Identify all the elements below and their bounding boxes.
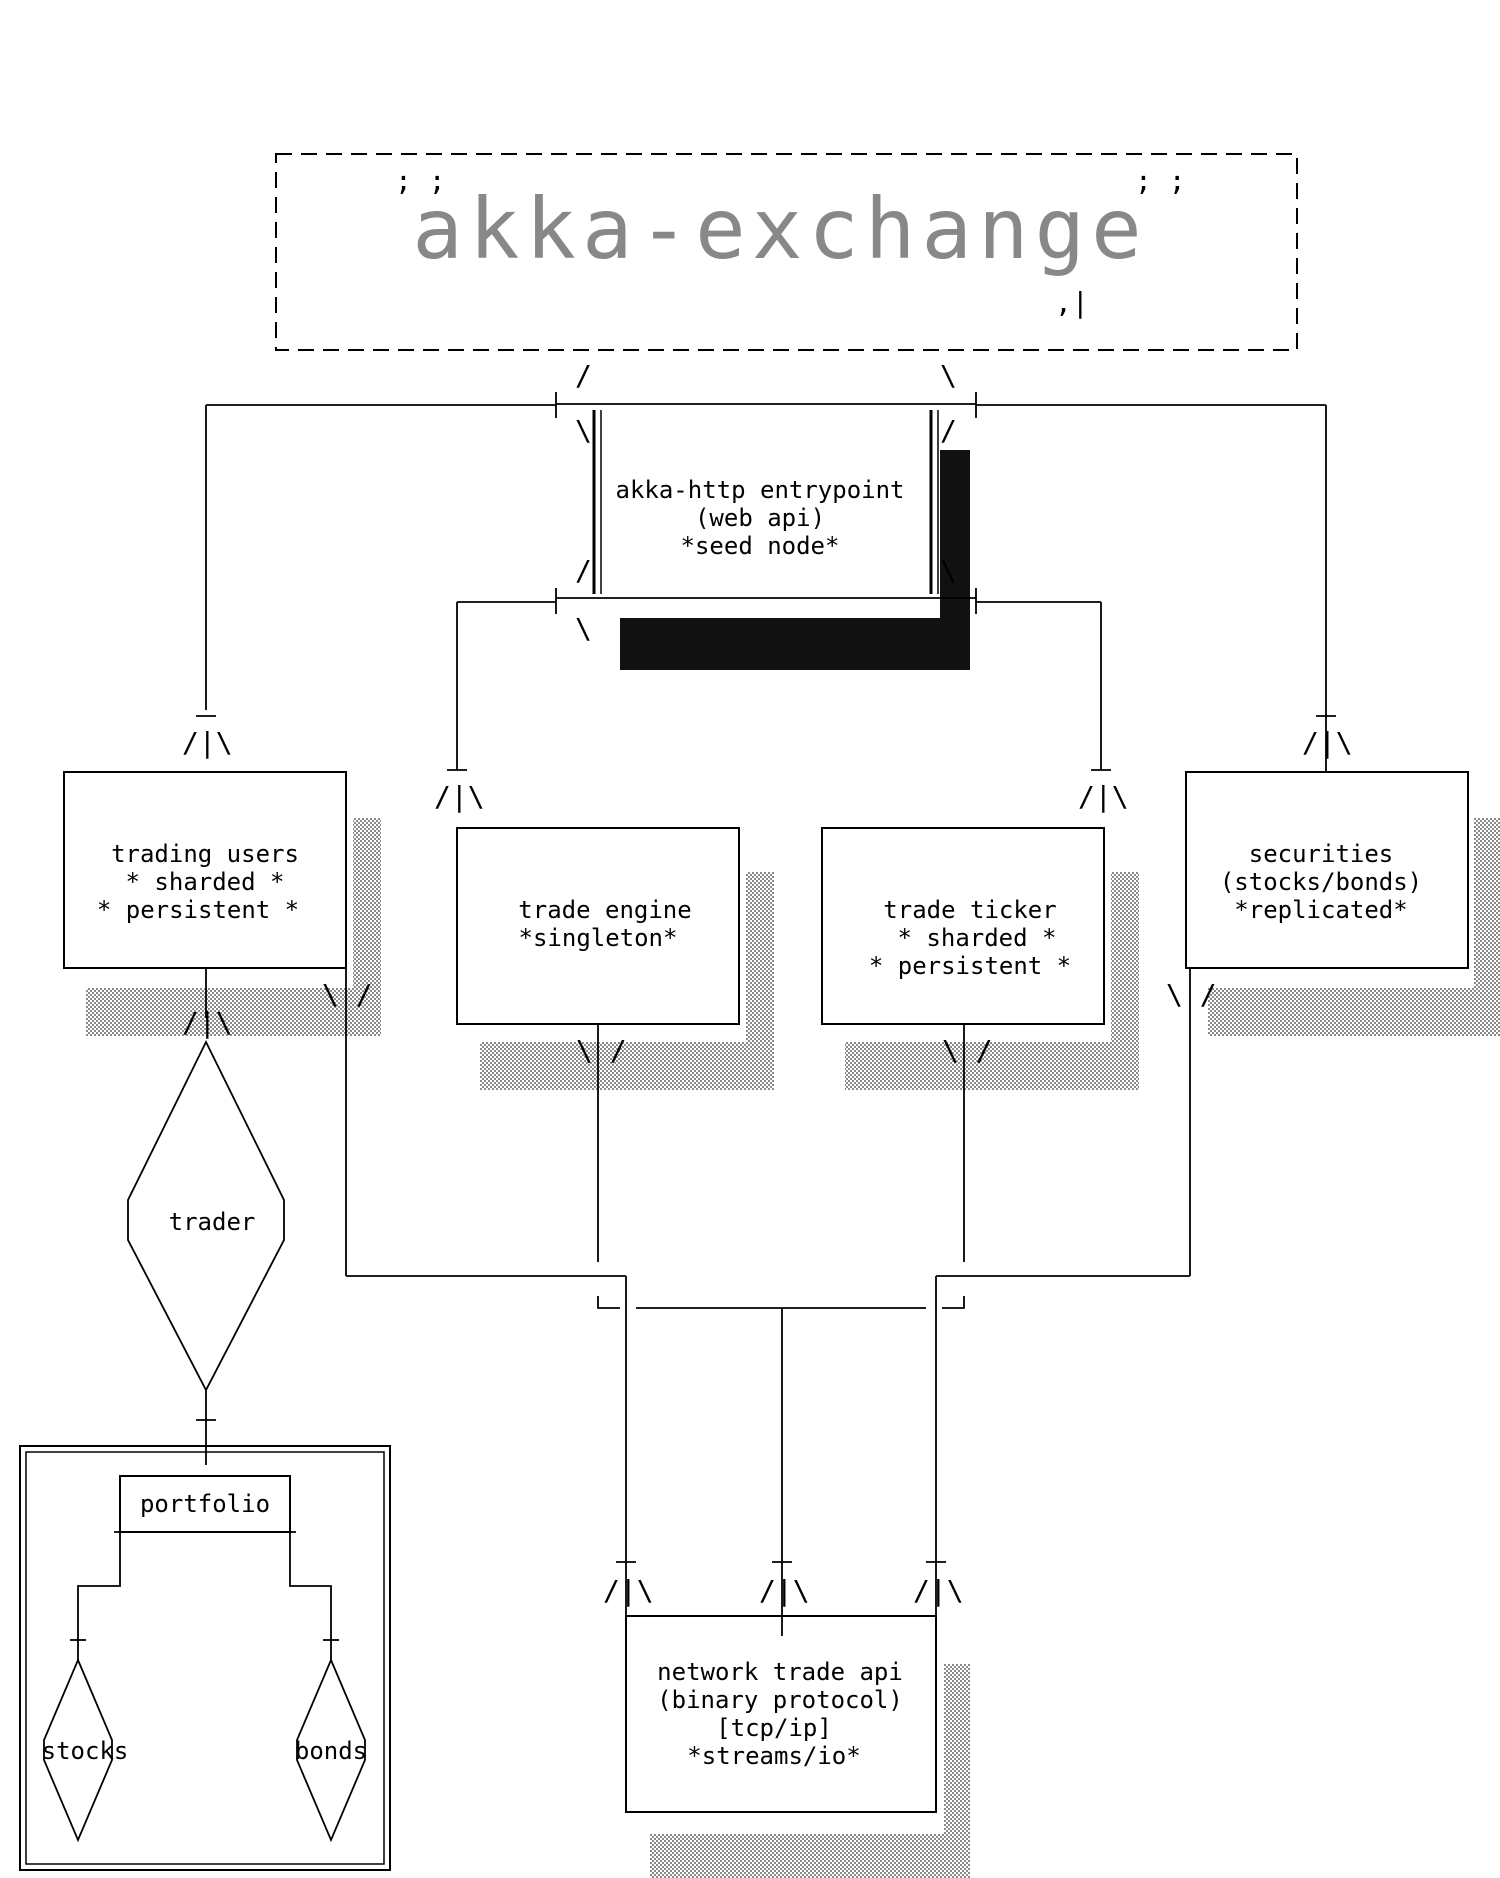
securities-label-1: securities bbox=[1249, 840, 1394, 868]
svg-text:\: \ bbox=[940, 359, 957, 392]
securities-label-2: (stocks/bonds) bbox=[1220, 868, 1422, 896]
network-api-label-2: (binary protocol) bbox=[657, 1686, 903, 1714]
trade-ticker-box bbox=[821, 827, 1105, 1025]
svg-text:\ /: \ / bbox=[942, 1034, 993, 1067]
entrypoint-shadow-right bbox=[940, 450, 970, 618]
trading-users-node: trading users * sharded * * persistent * bbox=[63, 771, 381, 1036]
trade-engine-label-2: *singleton* bbox=[519, 924, 678, 952]
network-api-label-1: network trade api bbox=[657, 1658, 903, 1686]
network-api-node: network trade api (binary protocol) [tcp… bbox=[625, 1615, 970, 1878]
svg-text:/|\: /|\ bbox=[434, 780, 485, 813]
network-api-label-4: *streams/io* bbox=[687, 1742, 860, 1770]
title-decor-tail: ,| bbox=[1055, 286, 1089, 319]
portfolio-box bbox=[119, 1475, 291, 1533]
trade-ticker-label-3: * persistent * bbox=[869, 952, 1071, 980]
trading-users-label-3: * persistent * bbox=[97, 896, 299, 924]
svg-text:/: / bbox=[940, 414, 957, 447]
entrypoint-label-3: *seed node* bbox=[681, 532, 840, 560]
svg-text:/: / bbox=[575, 359, 592, 392]
securities-label-3: *replicated* bbox=[1234, 896, 1407, 924]
title-banner: akka-exchange ; ; ; ; ,| bbox=[275, 153, 1298, 351]
trader-node: /|\ trader bbox=[127, 968, 285, 1465]
title-decor-left: ; ; bbox=[395, 164, 446, 197]
network-api-box bbox=[625, 1615, 937, 1813]
title-decor-right: ; ; bbox=[1135, 164, 1186, 197]
trade-engine-label-1: trade engine bbox=[518, 896, 691, 924]
securities-box bbox=[1185, 771, 1469, 969]
trade-ticker-node: trade ticker * sharded * * persistent * bbox=[821, 827, 1139, 1090]
svg-text:\ /: \ / bbox=[322, 978, 373, 1011]
trade-ticker-label-2: * sharded * bbox=[898, 924, 1057, 952]
stocks-diamond bbox=[43, 1657, 113, 1843]
svg-text:/|\: /|\ bbox=[603, 1574, 654, 1607]
svg-text:/: / bbox=[575, 554, 592, 587]
entrypoint-node: / \ \ / / \ \ akka-http entrypoint (web … bbox=[556, 359, 976, 670]
svg-text:/|\: /|\ bbox=[759, 1574, 810, 1607]
svg-text:/|\: /|\ bbox=[182, 1006, 233, 1039]
title-banner-border bbox=[275, 153, 1298, 351]
stocks-label: stocks bbox=[42, 1737, 129, 1765]
portfolio-label: portfolio bbox=[140, 1490, 270, 1518]
trading-users-box bbox=[63, 771, 347, 969]
entrypoint-shadow-bottom bbox=[620, 618, 970, 670]
svg-text:/|\: /|\ bbox=[182, 726, 233, 759]
svg-text:\ /: \ / bbox=[576, 1034, 627, 1067]
network-api-label-3: [tcp/ip] bbox=[716, 1714, 832, 1742]
svg-text:/|\: /|\ bbox=[1078, 780, 1129, 813]
entrypoint-connectors: /|\ /|\ /|\ /|\ bbox=[182, 392, 1353, 813]
title-text: akka-exchange bbox=[412, 180, 1147, 278]
trade-engine-box bbox=[456, 827, 740, 1025]
trading-users-label-2: * sharded * bbox=[126, 868, 285, 896]
entrypoint-label-1: akka-http entrypoint bbox=[616, 476, 905, 504]
portfolio-outer-border bbox=[19, 1445, 391, 1871]
trade-ticker-label-1: trade ticker bbox=[883, 896, 1056, 924]
bonds-label: bonds bbox=[295, 1737, 367, 1765]
securities-node: securities (stocks/bonds) *replicated* bbox=[1185, 771, 1500, 1036]
trader-label: trader bbox=[169, 1208, 256, 1236]
svg-text:\: \ bbox=[575, 612, 592, 645]
bonds-diamond bbox=[296, 1657, 366, 1843]
trading-users-label-1: trading users bbox=[111, 840, 299, 868]
svg-text:\: \ bbox=[575, 414, 592, 447]
portfolio-container: portfolio stocks bonds bbox=[19, 1445, 391, 1871]
trade-engine-node: trade engine *singleton* bbox=[456, 827, 774, 1090]
svg-text:/|\: /|\ bbox=[1302, 726, 1353, 759]
svg-text:/|\: /|\ bbox=[913, 1574, 964, 1607]
svg-text:\ /: \ / bbox=[1166, 978, 1217, 1011]
entrypoint-label-2: (web api) bbox=[695, 504, 825, 532]
network-connectors: \ / \ / \ / \ / /|\ /|\ /|\ bbox=[322, 968, 1217, 1616]
svg-text:\: \ bbox=[940, 554, 957, 587]
